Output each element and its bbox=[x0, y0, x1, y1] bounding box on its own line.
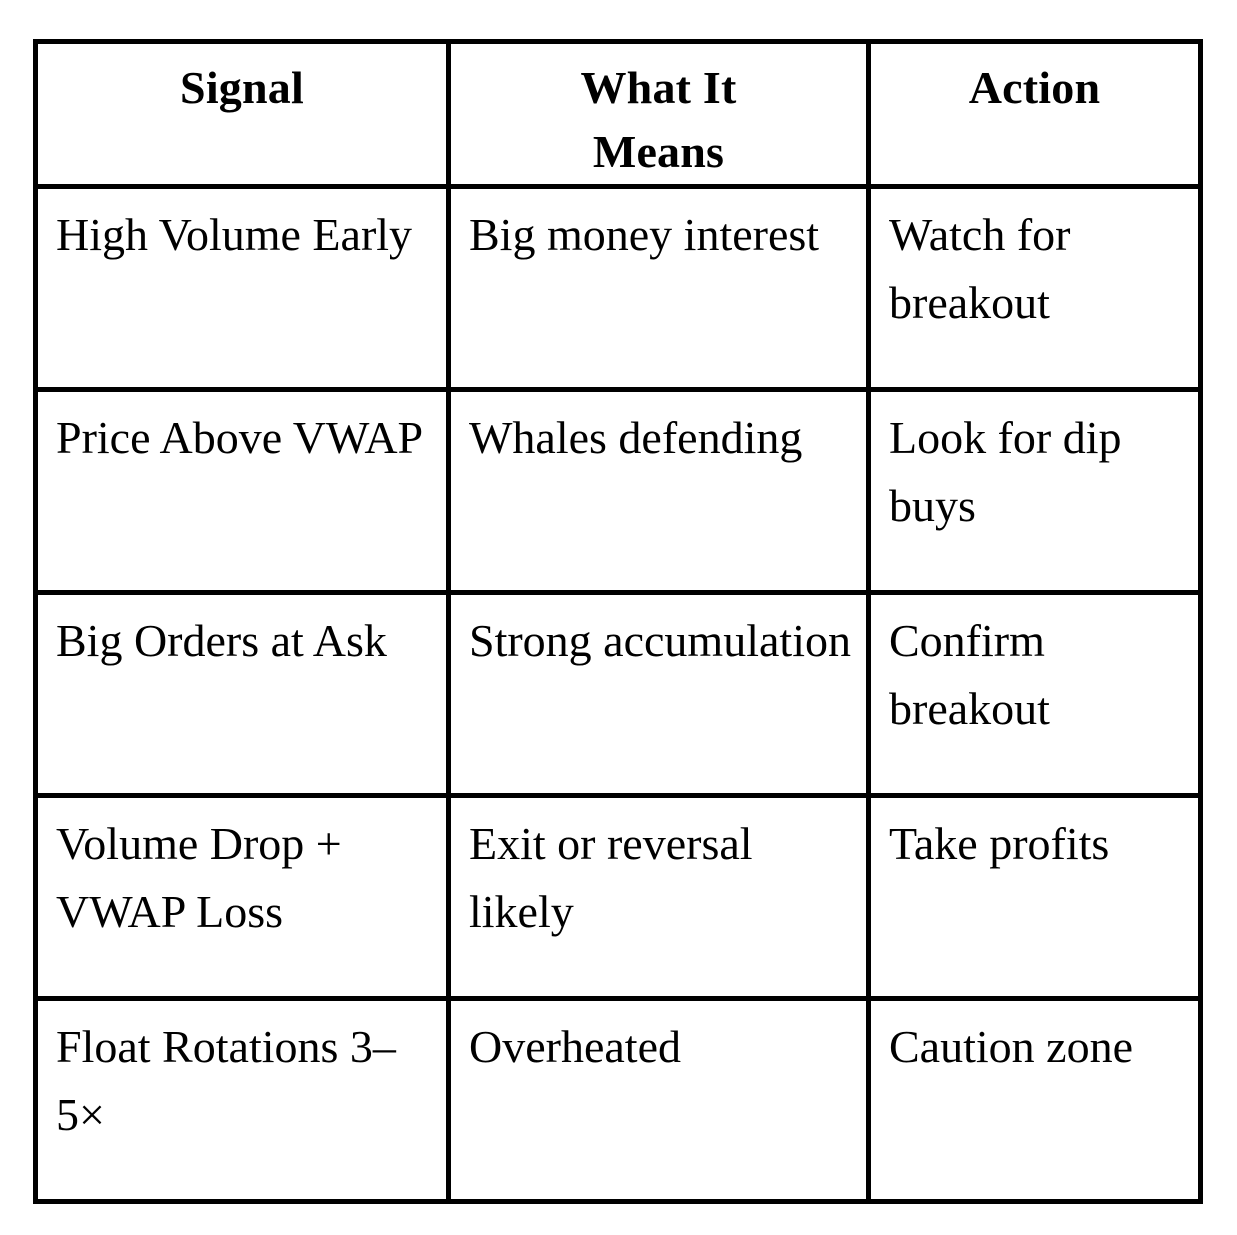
cell-action: Look for dip buys bbox=[866, 387, 1203, 595]
cell-signal-text: Price Above VWAP bbox=[56, 412, 424, 463]
cell-meaning: Overheated bbox=[446, 996, 871, 1204]
signal-action-table: Signal What It Means Action High Volume … bbox=[33, 39, 1203, 1204]
cell-meaning: Whales defending bbox=[446, 387, 871, 595]
column-header-what-it-means: What It Means bbox=[446, 39, 871, 189]
cell-signal: Price Above VWAP bbox=[33, 387, 451, 595]
cell-action: Take profits bbox=[866, 793, 1203, 1001]
cell-signal-text: Volume Drop + VWAP Loss bbox=[56, 818, 342, 937]
cell-signal: Big Orders at Ask bbox=[33, 590, 451, 798]
table-header: Signal What It Means Action bbox=[33, 39, 1203, 189]
table-body: High Volume Early Big money interest Wat… bbox=[33, 184, 1203, 1204]
cell-action-text: Caution zone bbox=[889, 1021, 1133, 1072]
column-header-action: Action bbox=[866, 39, 1203, 189]
cell-meaning-text: Overheated bbox=[469, 1021, 681, 1072]
table-row: High Volume Early Big money interest Wat… bbox=[33, 184, 1203, 392]
cell-signal-text: Float Rotations 3–5× bbox=[56, 1021, 396, 1140]
cell-signal: Float Rotations 3–5× bbox=[33, 996, 451, 1204]
cell-meaning: Strong accumulation bbox=[446, 590, 871, 798]
cell-meaning-text: Whales defending bbox=[469, 412, 803, 463]
cell-action: Watch for breakout bbox=[866, 184, 1203, 392]
column-header-signal-label: Signal bbox=[180, 62, 304, 113]
table-row: Volume Drop + VWAP Loss Exit or reversal… bbox=[33, 793, 1203, 1001]
cell-meaning: Big money interest bbox=[446, 184, 871, 392]
cell-action-text: Confirm breakout bbox=[889, 615, 1050, 734]
cell-meaning-text: Big money interest bbox=[469, 209, 820, 260]
table-row: Price Above VWAP Whales defending Look f… bbox=[33, 387, 1203, 595]
cell-signal: Volume Drop + VWAP Loss bbox=[33, 793, 451, 1001]
cell-meaning: Exit or reversal likely bbox=[446, 793, 871, 1001]
cell-action-text: Look for dip buys bbox=[889, 412, 1122, 531]
column-header-what-it-means-label: What It Means bbox=[580, 62, 737, 177]
cell-signal-text: Big Orders at Ask bbox=[56, 615, 387, 666]
cell-action-text: Take profits bbox=[889, 818, 1110, 869]
column-header-action-label: Action bbox=[968, 62, 1101, 113]
cell-meaning-text: Exit or reversal likely bbox=[469, 818, 753, 937]
table-header-row: Signal What It Means Action bbox=[33, 39, 1203, 189]
table-row: Big Orders at Ask Strong accumulation Co… bbox=[33, 590, 1203, 798]
cell-action: Confirm breakout bbox=[866, 590, 1203, 798]
table-row: Float Rotations 3–5× Overheated Caution … bbox=[33, 996, 1203, 1204]
cell-action: Caution zone bbox=[866, 996, 1203, 1204]
cell-signal: High Volume Early bbox=[33, 184, 451, 392]
cell-signal-text: High Volume Early bbox=[56, 209, 413, 260]
cell-meaning-text: Strong accumulation bbox=[469, 615, 851, 666]
cell-action-text: Watch for breakout bbox=[889, 209, 1071, 328]
column-header-signal: Signal bbox=[33, 39, 451, 189]
